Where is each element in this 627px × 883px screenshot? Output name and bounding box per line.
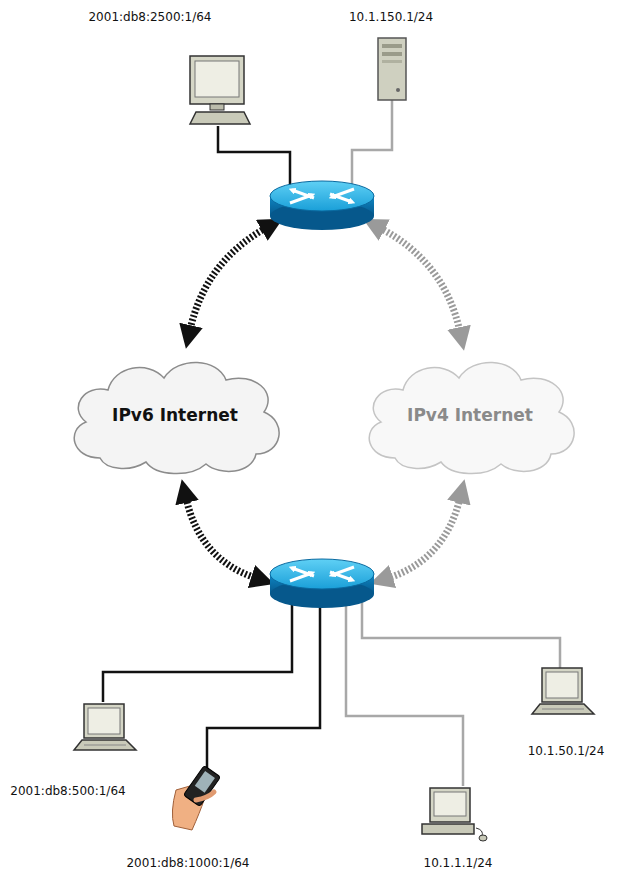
- cloud-label: IPv6 Internet: [112, 405, 238, 425]
- host-address: 2001:db8:2500:1/64: [88, 10, 215, 26]
- address-label: 2001:db8:1000:1/64: [126, 856, 253, 870]
- desktop-monitor-icon: [195, 61, 239, 97]
- router-icon: [270, 559, 374, 608]
- server-icon: [382, 44, 402, 48]
- desktop-computer-icon: [430, 788, 470, 822]
- ipv4-wire: [352, 100, 392, 192]
- ipv6-wire: [218, 126, 290, 192]
- server-icon: [378, 38, 406, 100]
- laptop-icon: [532, 668, 594, 714]
- ipv6-wire: [207, 597, 320, 770]
- host-address: 10.1.50.1/24: [528, 744, 609, 760]
- cloud-outline: [369, 362, 574, 473]
- handheld-icon: [172, 766, 220, 830]
- host-address: 10.1.1.1/24: [424, 856, 497, 872]
- desktop-monitor-icon: [190, 112, 250, 124]
- handheld-icon: [196, 792, 214, 800]
- address-label: 2001:db8:500:1/64: [10, 784, 129, 798]
- tunnel-arrow: [190, 228, 266, 330]
- tunnel-arrow: [186, 498, 256, 578]
- host-address: 10.1.150.1/24: [349, 10, 437, 26]
- server-icon: [382, 52, 402, 56]
- network-cloud: IPv6 Internet: [60, 350, 290, 480]
- address-label: 10.1.150.1/24: [349, 10, 437, 24]
- desktop-computer-icon: [434, 792, 466, 816]
- ipv4-wire: [362, 594, 560, 668]
- desktop-monitor-icon: [190, 56, 250, 124]
- handheld-icon: [183, 766, 220, 807]
- address-label: 10.1.50.1/24: [528, 744, 609, 758]
- laptop-icon: [74, 704, 136, 750]
- tunnel-arrow: [380, 228, 460, 332]
- desktop-monitor-icon: [210, 104, 224, 110]
- server-icon: [396, 88, 400, 92]
- desktop-monitor-icon: [190, 56, 244, 104]
- host-address: 2001:db8:500:1/64: [10, 784, 129, 800]
- host-address: 2001:db8:1000:1/64: [126, 856, 253, 872]
- desktop-computer-icon: [422, 788, 487, 841]
- server-icon: [382, 60, 402, 63]
- cloud-label: IPv4 Internet: [407, 405, 533, 425]
- ipv4-wire: [346, 597, 463, 786]
- router-icon: [270, 181, 374, 230]
- cloud-outline: [74, 362, 279, 473]
- desktop-computer-icon: [479, 835, 487, 841]
- server-icon: [378, 38, 406, 100]
- network-cloud: IPv4 Internet: [355, 350, 585, 480]
- ipv6-wire: [103, 595, 292, 702]
- address-label: 2001:db8:2500:1/64: [88, 10, 215, 24]
- handheld-icon: [195, 771, 215, 793]
- desktop-computer-icon: [422, 824, 474, 834]
- address-label: 10.1.1.1/24: [424, 856, 497, 870]
- tunnel-arrow: [388, 498, 460, 578]
